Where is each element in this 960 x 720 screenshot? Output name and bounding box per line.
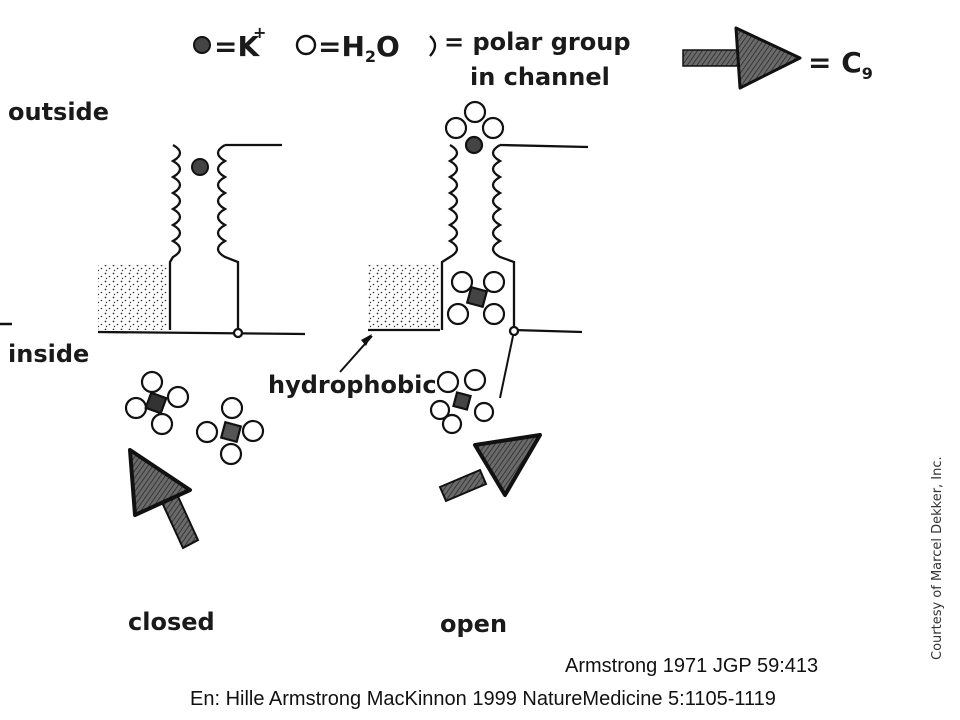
image-credit: Courtesy of Marcel Dekker, Inc. [930,456,945,660]
closed-right-wall [216,144,240,330]
open-top-hydrated-k [444,100,505,155]
closed-left-wall [168,144,182,330]
closed-inner-membrane [97,330,306,336]
c9-arrow-legend-icon [682,26,802,90]
open-hydrophobic-block [368,265,440,328]
open-right-wall [491,144,516,330]
closed-hydrophobic-block [98,265,168,330]
polar-group-legend-label-2: in channel [470,63,610,91]
k-ion-legend-icon [193,36,211,54]
k-ion-charge: + [253,23,266,42]
free-hydrated-k-2 [195,396,265,466]
open-channel [368,143,589,337]
open-hinge [508,325,520,337]
hydrophobic-label: hydrophobic [268,371,437,399]
inside-label: inside [8,340,89,368]
open-inner-hydrated-k [446,270,506,326]
open-state-label: open [440,610,507,638]
free-hydrated-k-3 [429,368,495,435]
legend: =K + =H2O = polar group in channel = C9 [193,23,873,91]
closed-hinge [232,327,244,339]
outside-label: outside [8,98,109,126]
water-legend-label: =H2O [318,30,400,66]
water-legend-icon [295,34,317,56]
open-left-wall [440,144,459,330]
open-c9-arrow [438,433,542,503]
primary-citation: Armstrong 1971 JGP 59:413 [565,655,819,677]
closed-c9-arrow [128,448,200,550]
open-inner-membrane-right [513,328,583,334]
secondary-citation: En: Hille Armstrong MacKinnon 1999 Natur… [190,688,776,710]
k-ion-legend-label: =K [214,30,260,63]
free-hydrated-k-1 [124,370,190,436]
c9-legend-label: = C9 [808,46,873,83]
closed-k-ion [191,158,209,176]
polar-group-legend-icon [429,35,437,57]
open-hinge-pointer [499,335,514,399]
open-outer-membrane [499,143,589,149]
polar-group-legend-label: = polar group [444,28,631,56]
closed-channel [97,143,306,339]
hydrophobic-pointer-head [361,334,372,346]
closed-state-label: closed [128,608,215,636]
